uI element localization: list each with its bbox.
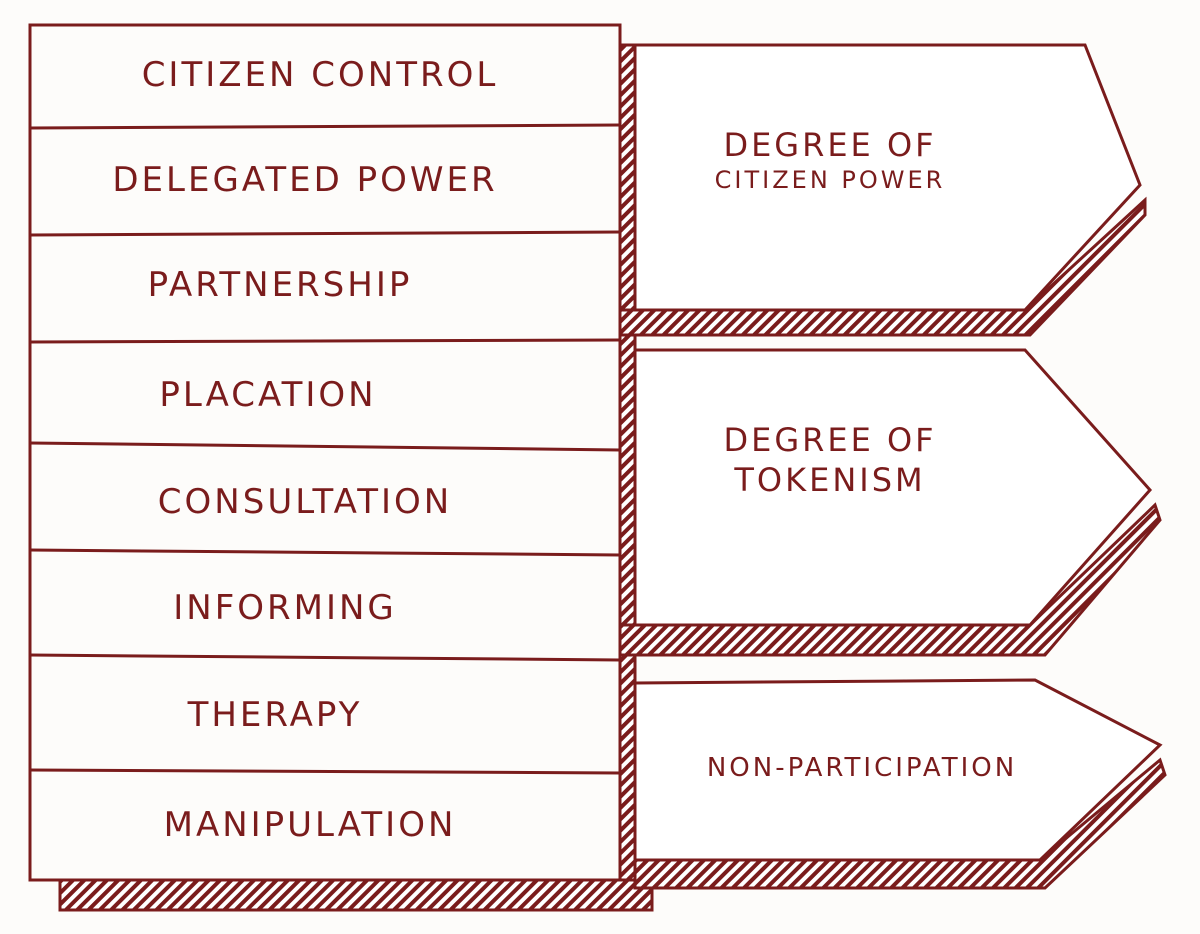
ladder-shadow-bottom (58, 878, 654, 912)
ladder-shadow-side (618, 43, 637, 882)
rung-informing: INFORMING (173, 588, 397, 628)
group-tokenism-label: DEGREE OF TOKENISM (723, 420, 936, 500)
rung-citizen-control: CITIZEN CONTROL (141, 55, 499, 95)
rung-manipulation: MANIPULATION (163, 805, 457, 845)
ladder-frame (28, 23, 622, 882)
group-label-line: DEGREE OF (723, 126, 937, 164)
arrow-citizen-power (618, 43, 1147, 337)
group-label-line: CITIZEN POWER (714, 166, 946, 194)
arrow-tokenism (618, 348, 1162, 657)
rung-delegated-power: DELEGATED POWER (112, 160, 498, 200)
rung-lines (29, 123, 621, 775)
group-label-line: TOKENISM (734, 461, 926, 499)
group-label-line: DEGREE OF (723, 421, 937, 459)
arrow-non-participation (633, 678, 1167, 890)
group-citizen-power-label: DEGREE OF CITIZEN POWER (715, 125, 946, 195)
rung-partnership: PARTNERSHIP (147, 265, 413, 305)
rung-placation: PLACATION (159, 375, 377, 415)
group-non-participation-label: NON-PARTICIPATION (706, 753, 1018, 783)
rung-consultation: CONSULTATION (157, 482, 453, 522)
rung-therapy: THERAPY (187, 695, 363, 735)
